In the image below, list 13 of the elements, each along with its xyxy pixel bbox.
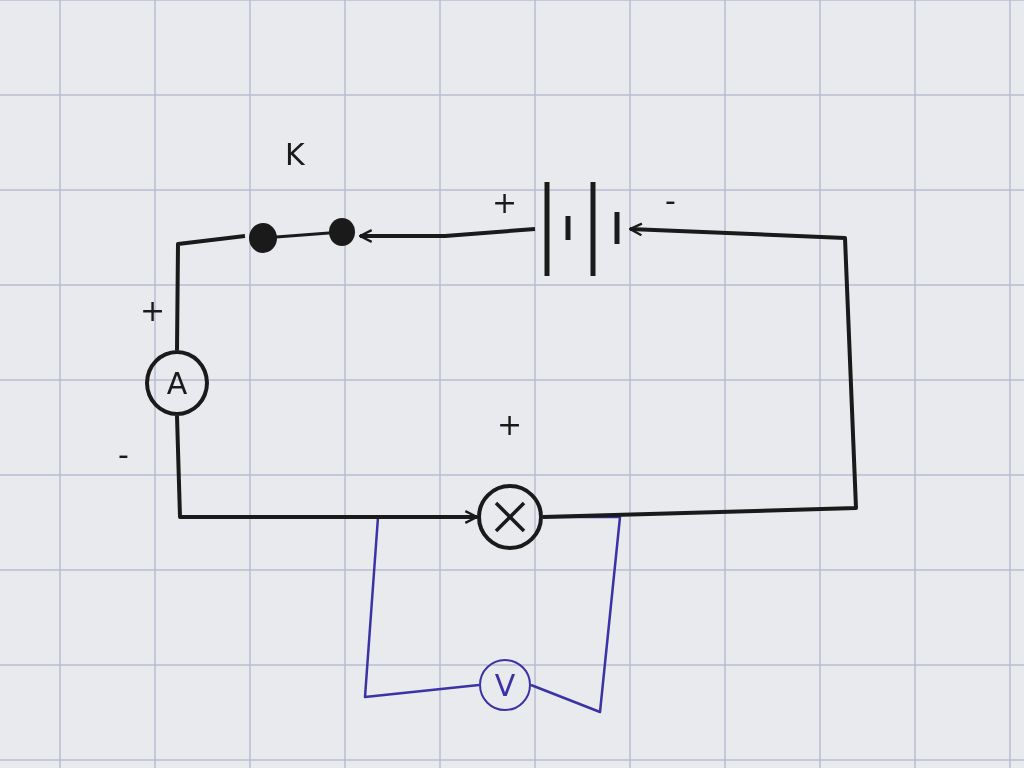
wire [175,415,479,524]
switch-label: K [285,140,305,170]
polarity-sign: - [118,440,129,470]
ammeter-symbol: A [145,350,209,416]
polarity-sign: + [140,296,166,326]
polarity-sign: - [665,186,676,216]
lamp-symbol [477,484,543,550]
wire [358,227,536,243]
polarity-sign: + [497,410,523,440]
wire [542,222,858,519]
wire [175,234,246,351]
polarity-sign: + [492,188,518,218]
voltmeter-symbol: V [479,659,531,711]
